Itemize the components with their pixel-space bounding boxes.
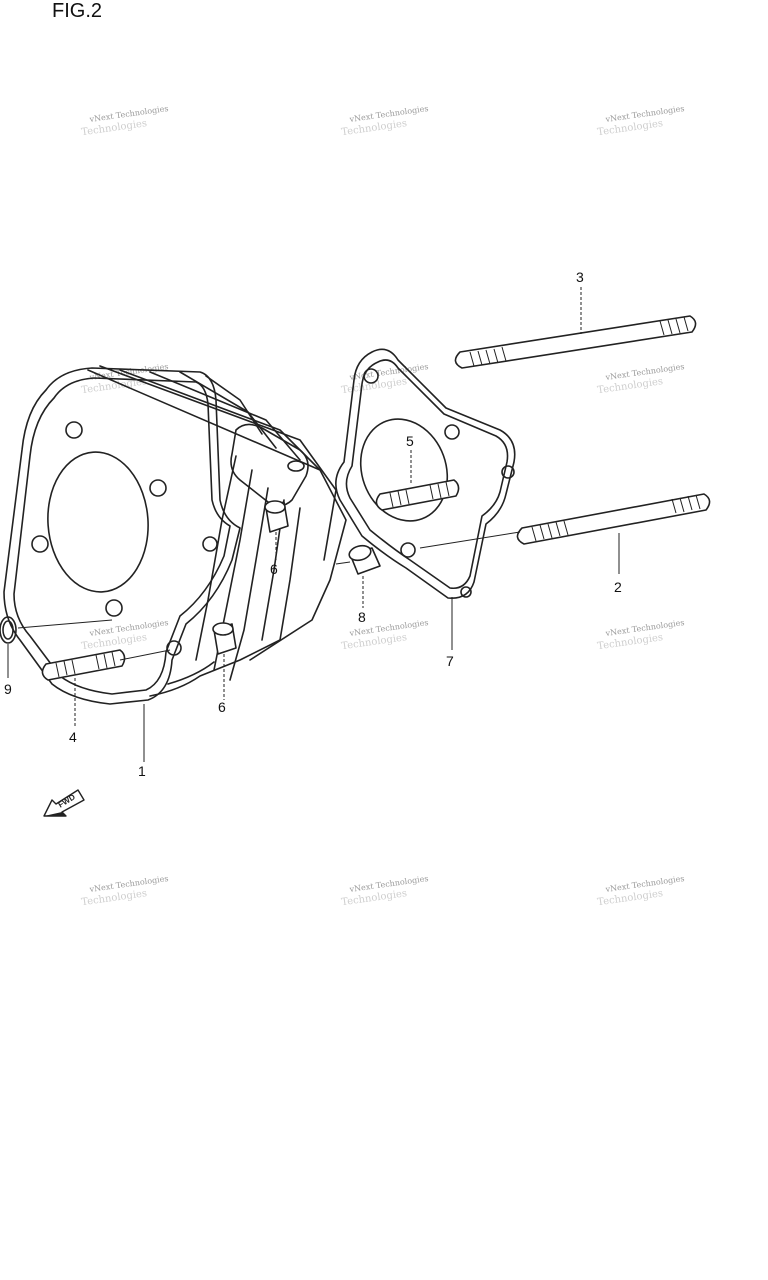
callout-7: 7: [446, 653, 454, 669]
fwd-arrow-icon: FWD: [43, 789, 85, 817]
watermark: Technologies vNext Technologies: [341, 618, 429, 652]
callout-4: 4: [69, 729, 77, 745]
alignment-line: [17, 619, 113, 629]
watermark: Technologies vNext Technologies: [597, 104, 685, 138]
part-8-dowel-pin[interactable]: [348, 543, 381, 575]
part-4-stud[interactable]: [41, 649, 126, 681]
part-9-o-ring[interactable]: [0, 616, 17, 644]
callout-5: 5: [406, 433, 414, 449]
watermark: Technologies vNext Technologies: [341, 104, 429, 138]
part-2-long-stud[interactable]: [516, 493, 711, 545]
part-1-cylinder[interactable]: [3, 365, 347, 705]
alignment-line: [335, 561, 351, 565]
watermark: Technologies vNext Technologies: [81, 618, 169, 652]
callout-6-upper: 6: [270, 561, 278, 577]
watermark: Technologies vNext Technologies: [81, 874, 169, 908]
callout-3: 3: [576, 269, 584, 285]
watermark: Technologies vNext Technologies: [81, 104, 169, 138]
alignment-line: [419, 531, 521, 549]
part-6-collar-upper[interactable]: [264, 500, 289, 533]
figure-title: FIG.2: [52, 0, 103, 22]
alignment-line: [119, 649, 171, 661]
part-6-collar-lower[interactable]: [212, 622, 237, 655]
watermark: Technologies vNext Technologies: [341, 874, 429, 908]
part-7-gasket[interactable]: [335, 348, 516, 599]
watermark: Technologies vNext Technologies: [597, 618, 685, 652]
part-3-long-stud[interactable]: [454, 315, 697, 369]
watermark: Technologies vNext Technologies: [597, 874, 685, 908]
part-5-short-stud[interactable]: [375, 479, 460, 511]
callout-9: 9: [4, 681, 12, 697]
callout-6-lower: 6: [218, 699, 226, 715]
watermark: Technologies vNext Technologies: [597, 362, 685, 396]
callout-1: 1: [138, 763, 146, 779]
callout-2: 2: [614, 579, 622, 595]
callout-8: 8: [358, 609, 366, 625]
